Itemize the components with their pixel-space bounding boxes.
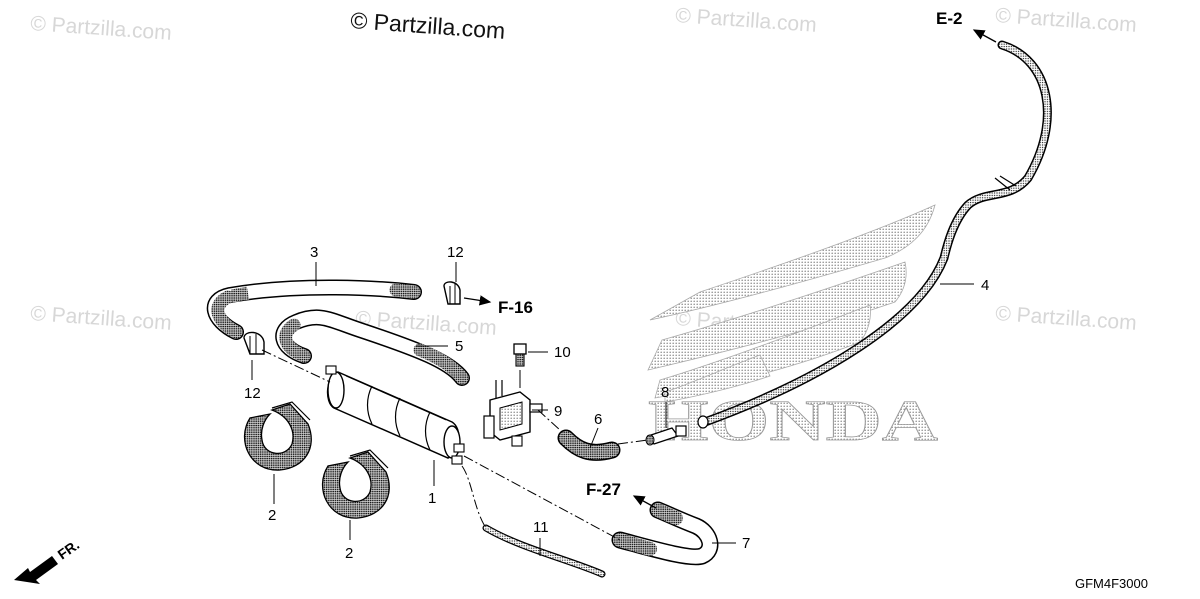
watermark: © Partzilla.com: [995, 4, 1138, 37]
watermark: © Partzilla.com: [30, 302, 173, 335]
watermark: © Partzilla.com: [995, 302, 1138, 335]
reference-e2-label: E-2: [936, 9, 962, 28]
callout-12: 12: [244, 385, 261, 402]
part-2-band-lower[interactable]: [321, 449, 390, 519]
reference-f27-label: F-27: [586, 480, 621, 499]
part-7-hose[interactable]: [611, 501, 719, 566]
part-2-band-upper[interactable]: [243, 401, 312, 471]
part-1-fuel-filter[interactable]: [325, 365, 465, 465]
part-3-hose[interactable]: [206, 279, 422, 340]
watermark-group: © Partzilla.com © Partzilla.com © Partzi…: [30, 4, 1138, 340]
reference-f16: F-16: [463, 295, 533, 317]
callout-8: 8: [661, 384, 669, 401]
honda-wordmark: HONDA: [648, 388, 938, 453]
callout-10: 10: [554, 344, 571, 361]
callout-labels: 1 2 2 3 4 5 6 7 8 9 10 11 12 12: [244, 244, 989, 562]
part-6-short-hose[interactable]: [557, 429, 621, 461]
watermark: © Partzilla.com: [675, 4, 818, 37]
part-8-joint[interactable]: [645, 425, 687, 446]
callout-6: 6: [594, 411, 602, 428]
callout-3: 3: [310, 244, 318, 261]
callout-4: 4: [981, 277, 989, 294]
callout-2: 2: [268, 507, 276, 524]
routing-lines: [261, 349, 649, 541]
callout-5: 5: [455, 338, 463, 355]
part-10-bolt[interactable]: [513, 343, 527, 367]
leader-lines: [251, 262, 974, 556]
callout-2: 2: [345, 545, 353, 562]
reference-f16-label: F-16: [498, 298, 533, 317]
diagram-code: GFM4F3000: [1075, 576, 1148, 591]
watermark: © Partzilla.com: [30, 12, 173, 45]
reference-e2: E-2: [936, 9, 997, 43]
callout-1: 1: [428, 490, 436, 507]
callout-11: 11: [533, 519, 549, 536]
front-direction-indicator: FR.: [14, 536, 82, 584]
reference-f27: F-27: [586, 480, 657, 509]
part-5-hose[interactable]: [275, 309, 470, 386]
honda-wing-logo: HONDA: [647, 204, 939, 453]
copyright-label: © Partzilla.com: [350, 7, 506, 44]
part-12-clip-upper[interactable]: [443, 281, 461, 305]
part-4-long-tube[interactable]: [697, 40, 1052, 429]
callout-12: 12: [447, 244, 464, 261]
part-12-clip-lower[interactable]: [243, 331, 265, 355]
part-11-tube[interactable]: [482, 524, 606, 578]
front-label: FR.: [55, 536, 83, 562]
part-9-solenoid-valve[interactable]: [483, 380, 543, 447]
callout-7: 7: [742, 535, 750, 552]
front-arrow-icon: [14, 556, 58, 584]
callout-9: 9: [554, 403, 562, 420]
